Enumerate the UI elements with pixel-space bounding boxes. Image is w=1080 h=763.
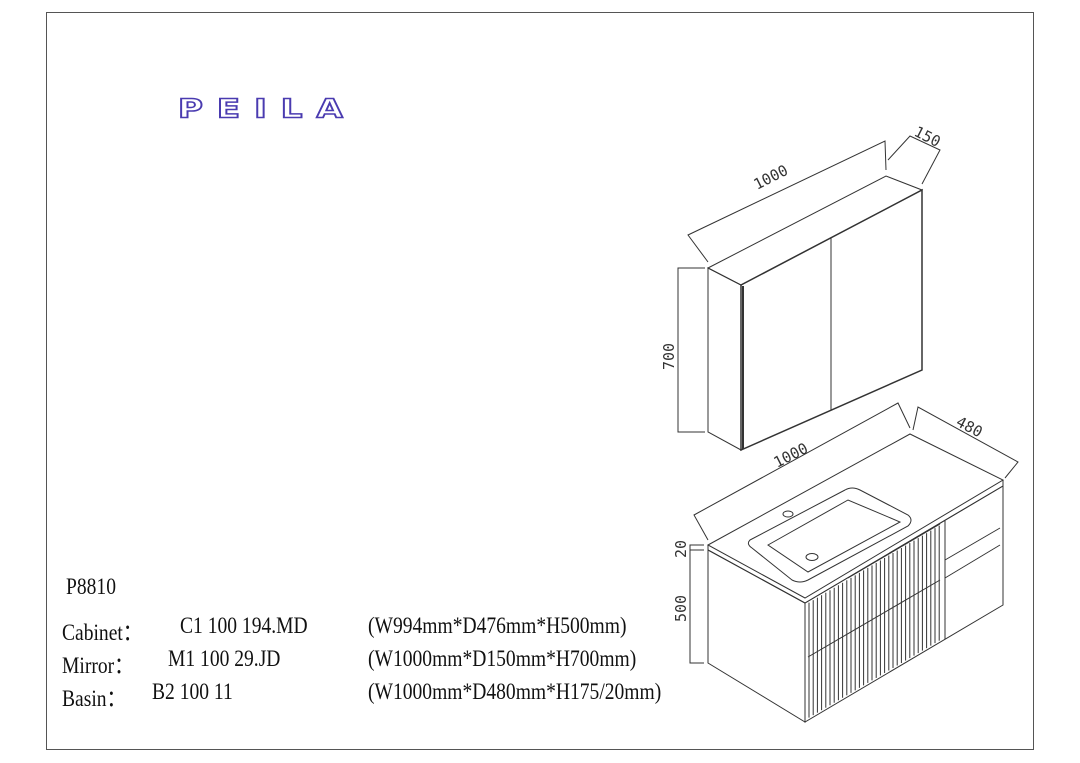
model-number: P8810 (66, 574, 116, 599)
cabinet-size: (W994mm*D476mm*H500mm) (368, 613, 627, 638)
cabinet-height-label: 500 (672, 595, 690, 622)
mirror-label: Mirror： (62, 653, 134, 678)
cabinet-front-face (804, 485, 1004, 723)
mirror-side-face (707, 267, 742, 451)
shelf (944, 544, 1001, 579)
mirror-size: (W1000mm*D150mm*H700mm) (368, 646, 637, 671)
vanity-depth-label: 480 (953, 413, 985, 442)
mirror-cabinet (677, 135, 941, 452)
vanity-depth-dim (912, 406, 1019, 479)
brand-logo: PEILA (177, 93, 357, 125)
mirror-depth-dim (887, 135, 941, 185)
basin-label: Basin： (62, 686, 127, 711)
vanity-width-label: 1000 (771, 439, 811, 471)
mirror-height-dim (677, 267, 705, 433)
drawer-handle (847, 523, 941, 579)
top-thickness-label: 20 (672, 540, 690, 558)
mirror-code: M1 100 29.JD (168, 646, 281, 671)
cabinet-code: C1 100 194.MD (180, 613, 308, 638)
cabinet-label: Cabinet： (62, 620, 143, 645)
drawer-handle (807, 579, 941, 658)
mirror-height-label: 700 (660, 343, 678, 370)
mirror-front-face (740, 188, 923, 452)
faucet-hole (782, 510, 794, 518)
basin-size: (W1000mm*D480mm*H175/20mm) (368, 679, 662, 704)
cabinet-side-face (707, 549, 806, 723)
mirror-width-dim (687, 140, 887, 263)
basin-bowl (747, 487, 912, 583)
vanity-width-dim (693, 402, 911, 541)
basin-code: B2 100 11 (152, 679, 233, 704)
mirror-top-face (706, 175, 924, 286)
drawing-frame (46, 12, 1034, 750)
fluted-panel (808, 525, 940, 718)
vanity-cabinet (689, 402, 1019, 723)
drain-icon (805, 553, 819, 561)
vanity-height-dim (689, 544, 704, 664)
mirror-depth-label: 150 (911, 123, 943, 151)
